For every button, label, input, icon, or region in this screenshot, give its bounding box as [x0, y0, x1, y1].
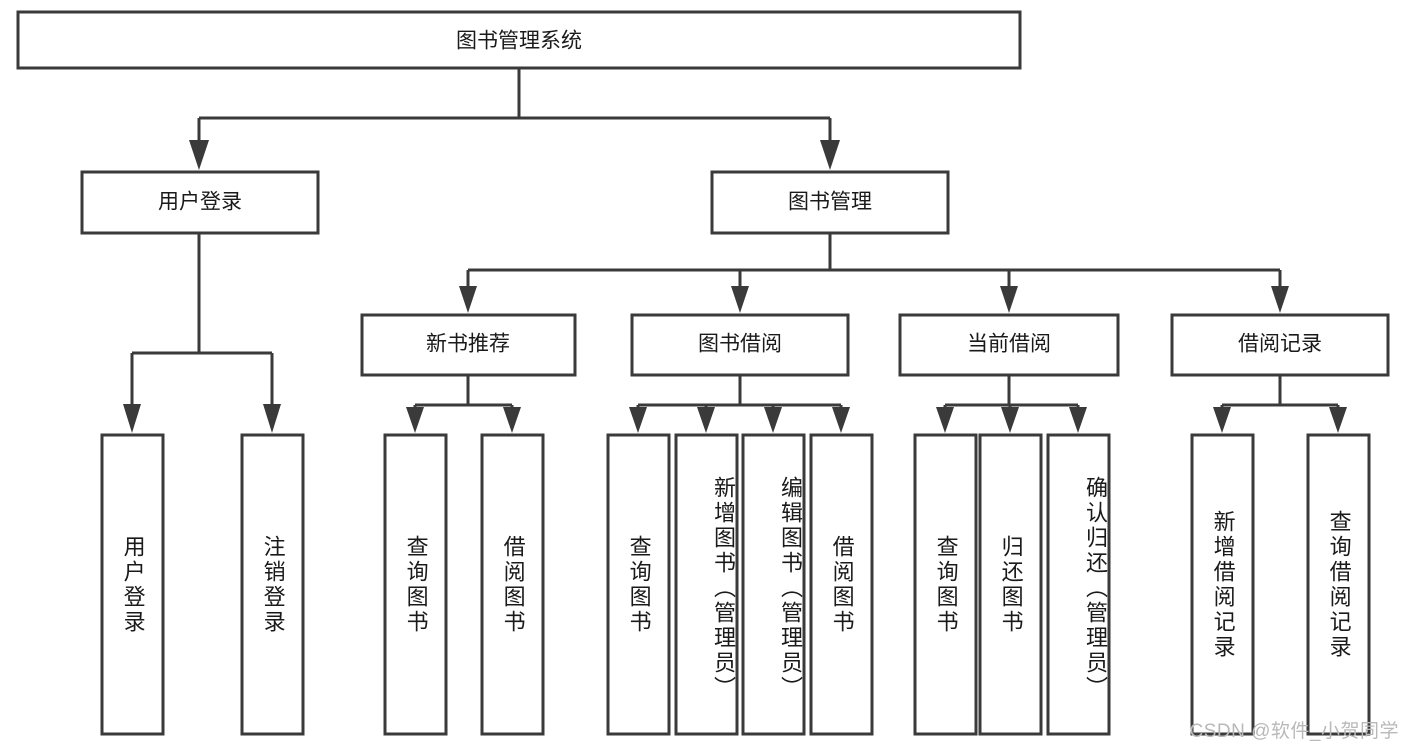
- leaf-query-book-1-box[interactable]: [383, 433, 448, 736]
- node-borrow-record-box[interactable]: [1170, 313, 1390, 377]
- node-root[interactable]: 图书管理系统: [16, 10, 1022, 70]
- leaf-query-book-3-box[interactable]: [913, 433, 978, 736]
- node-book-borrow[interactable]: 图书借阅: [630, 313, 850, 377]
- leaf-borrow-book-2-box[interactable]: [809, 433, 874, 736]
- arrowhead-leaf-borrow-book-1: [503, 407, 521, 433]
- node-current-borrow-label: 当前借阅: [967, 333, 1051, 356]
- node-book-borrow-box[interactable]: [630, 313, 850, 377]
- leaf-boxes: [100, 433, 1371, 736]
- node-new-book-recommend-label: 新书推荐: [426, 333, 510, 356]
- arrowhead-leaf-user-login: [123, 404, 141, 433]
- leaf-logout-box[interactable]: [240, 433, 305, 736]
- arrowhead-leaf-add-borrow-record: [1213, 407, 1231, 433]
- arrowhead-leaf-query-book-2: [629, 407, 647, 433]
- node-book-borrow-label: 图书借阅: [698, 333, 782, 356]
- node-new-book-recommend-box[interactable]: [360, 313, 577, 377]
- node-root-box[interactable]: [16, 10, 1022, 70]
- arrowhead-leaf-confirm-return: [1069, 407, 1087, 433]
- arrowhead-leaf-query-borrow-record: [1329, 407, 1347, 433]
- node-root-label: 图书管理系统: [456, 30, 582, 53]
- arrowhead-leaf-query-book-1: [406, 407, 424, 433]
- arrowhead-leaf-edit-book: [764, 407, 782, 433]
- leaf-user-login-box[interactable]: [100, 433, 165, 736]
- node-borrow-record[interactable]: 借阅记录: [1170, 313, 1390, 377]
- leaf-confirm-return-box[interactable]: [1046, 433, 1111, 736]
- connector-group-current-borrow: [936, 375, 1087, 433]
- arrowhead-leaf-borrow-book-2: [832, 407, 850, 433]
- node-user-login-box[interactable]: [80, 170, 320, 235]
- node-book-management-box[interactable]: [710, 170, 950, 235]
- node-new-book-recommend[interactable]: 新书推荐: [360, 313, 577, 377]
- arrowhead-user-login: [189, 140, 209, 170]
- arrowhead-book-management: [820, 140, 840, 170]
- connector-group-user-login: [123, 233, 281, 433]
- node-current-borrow-box[interactable]: [898, 313, 1120, 377]
- arrowhead-leaf-query-book-3: [936, 407, 954, 433]
- arrowhead-new-book-recommend: [459, 286, 477, 313]
- node-user-login[interactable]: 用户登录: [80, 170, 320, 235]
- connector-group-borrow-record: [1213, 375, 1347, 433]
- arrowhead-leaf-logout: [263, 404, 281, 433]
- leaf-add-borrow-record-box[interactable]: [1190, 433, 1255, 736]
- arrowhead-current-borrow: [1000, 286, 1018, 313]
- connector-group-book-borrow: [629, 375, 850, 433]
- node-book-management-label: 图书管理: [788, 191, 872, 214]
- node-user-login-label: 用户登录: [158, 191, 242, 214]
- arrowhead-borrow-record: [1271, 286, 1289, 313]
- node-borrow-record-label: 借阅记录: [1238, 333, 1322, 356]
- csdn-watermark: CSDN @软件_小贺同学: [1189, 721, 1399, 742]
- arrowhead-leaf-add-book: [697, 407, 715, 433]
- connector-group-book-management: [459, 233, 1289, 313]
- leaf-query-borrow-record-box[interactable]: [1306, 433, 1371, 736]
- node-book-management[interactable]: 图书管理: [710, 170, 950, 235]
- arrowhead-book-borrow: [731, 286, 749, 313]
- connector-group-root: [189, 68, 840, 170]
- leaf-return-book-box[interactable]: [978, 433, 1043, 736]
- leaf-query-book-2-box[interactable]: [606, 433, 671, 736]
- leaf-borrow-book-1-box[interactable]: [480, 433, 545, 736]
- leaf-add-book-box[interactable]: [674, 433, 739, 736]
- arrowhead-leaf-return-book: [1001, 407, 1019, 433]
- leaf-edit-book-box[interactable]: [741, 433, 806, 736]
- node-current-borrow[interactable]: 当前借阅: [898, 313, 1120, 377]
- connector-group-new-book-recommend: [406, 375, 521, 433]
